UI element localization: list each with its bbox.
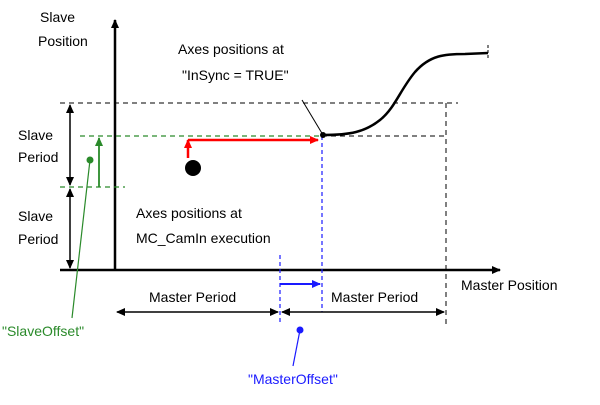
- master-period-right-label: Master Period: [331, 289, 418, 305]
- camin-execution-position: [185, 160, 201, 176]
- insync-label-line2: "InSync = TRUE": [182, 67, 289, 83]
- slave-period-top-label-line1: Slave: [18, 127, 53, 143]
- master-offset-leader: [292, 329, 301, 367]
- y-axis-label-line2: Position: [38, 33, 88, 49]
- master-period-left-label: Master Period: [149, 289, 236, 305]
- slave-offset-leader: [71, 159, 91, 319]
- master-offset-label: "MasterOffset": [248, 371, 338, 387]
- y-axis-label-line1: Slave: [40, 9, 75, 25]
- slave-period-top-label-line2: Period: [18, 149, 58, 165]
- camin-label-line1: Axes positions at: [136, 205, 242, 221]
- slave-period-bottom-label-line2: Period: [18, 231, 58, 247]
- camin-label-line2: MC_CamIn execution: [136, 230, 271, 246]
- cam-profile-curve: [322, 51, 489, 137]
- x-axis-label: Master Position: [461, 277, 557, 293]
- insync-label-line1: Axes positions at: [178, 41, 284, 57]
- insync-leader: [301, 99, 324, 136]
- slave-period-bottom-label-line1: Slave: [18, 208, 53, 224]
- slave-offset-label: "SlaveOffset": [2, 323, 84, 339]
